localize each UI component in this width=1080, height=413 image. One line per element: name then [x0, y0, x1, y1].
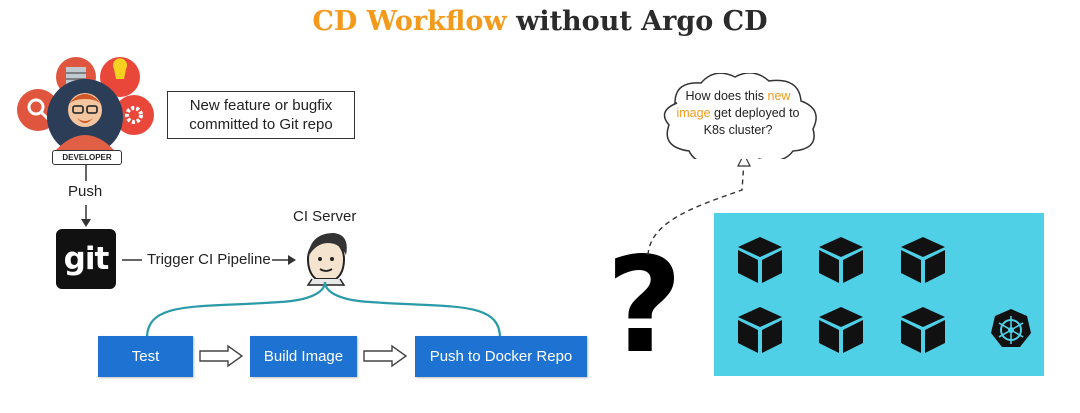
commit-note-line2: committed to Git repo	[189, 116, 333, 133]
thought-cloud	[663, 73, 817, 159]
push-docker-step: Push to Docker Repo	[415, 336, 587, 377]
cloud-line2-hl: image	[676, 106, 711, 120]
build-image-step: Build Image	[250, 336, 357, 377]
jenkins-icon	[306, 233, 347, 286]
ci-server-label: CI Server	[293, 208, 357, 225]
git-logo: git	[56, 229, 116, 289]
container-cube-icon	[819, 307, 863, 353]
trigger-label: Trigger CI Pipeline	[147, 251, 271, 268]
container-cube-icon	[738, 237, 782, 283]
trigger-arrow	[122, 255, 296, 265]
question-mark-icon: ?	[606, 229, 683, 383]
container-cube-icon	[901, 237, 945, 283]
arrow-right-icon	[363, 344, 408, 368]
developer-badge: DEVELOPER	[52, 150, 122, 165]
developer-avatar-icon	[17, 57, 154, 158]
ci-pipeline-connector	[145, 281, 502, 339]
kubernetes-icon	[991, 309, 1031, 347]
cloud-line3: K8s cluster?	[703, 123, 773, 137]
container-cube-icon	[819, 237, 863, 283]
cluster-contents	[738, 237, 1031, 353]
title-rest: without Argo CD	[516, 6, 768, 37]
cloud-line2: get deployed to	[714, 106, 800, 120]
page-title: CD Workflow without Argo CD	[0, 6, 1080, 37]
test-step: Test	[98, 336, 193, 377]
git-logo-text: git	[63, 241, 110, 277]
container-cube-icon	[738, 307, 782, 353]
build-image-step-label: Build Image	[263, 348, 344, 365]
arrow-right-icon	[199, 344, 244, 368]
push-arrow	[81, 165, 91, 227]
commit-note-line1: New feature or bugfix	[189, 97, 333, 114]
container-cube-icon	[901, 307, 945, 353]
push-docker-step-label: Push to Docker Repo	[429, 348, 573, 365]
k8s-cluster	[714, 213, 1044, 376]
cloud-question-text: How does this new image get deployed to …	[648, 88, 828, 139]
title-accent: CD Workflow	[312, 6, 507, 37]
cloud-line1-hl: new	[767, 89, 791, 103]
commit-note: New feature or bugfix committed to Git r…	[167, 91, 355, 139]
dashed-connector	[647, 152, 751, 256]
cloud-line1: How does this	[685, 89, 765, 103]
test-step-label: Test	[131, 348, 160, 365]
push-label: Push	[68, 183, 103, 200]
